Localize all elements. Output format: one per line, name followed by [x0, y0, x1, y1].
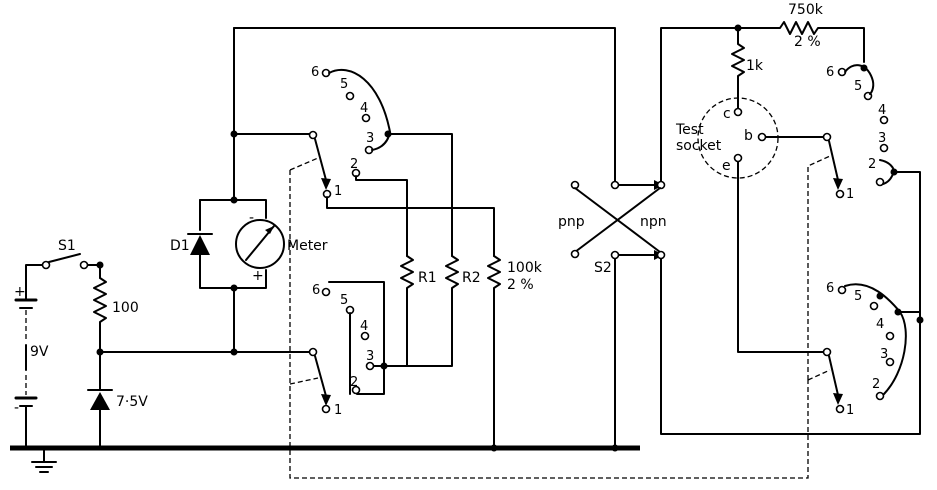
upper-pos-2: 2	[350, 157, 358, 172]
socket-title-2: socket	[676, 138, 722, 154]
socket-b-label: b	[744, 128, 753, 144]
meter-minus-label: -	[249, 210, 254, 226]
s2-npn-label: npn	[640, 214, 667, 230]
lr-pos-1: 1	[846, 403, 854, 418]
resistor-100-label: 100	[112, 300, 139, 316]
socket-e-label: e	[722, 158, 731, 174]
r1k-label: 1k	[746, 58, 764, 74]
battery-minus-label: -	[14, 400, 19, 416]
s2-label: S2	[594, 260, 612, 276]
resistor-750k: 750k 2 %	[734, 2, 865, 63]
switch-s1: S1	[41, 238, 104, 279]
resistor-r1: R1	[400, 255, 437, 367]
upper-pos-5: 5	[340, 77, 348, 92]
ground-rail	[10, 445, 640, 473]
zener-label: 7·5V	[116, 394, 148, 410]
s2-pnp-label: pnp	[558, 214, 585, 230]
switch-gang-linkage	[289, 155, 831, 479]
upper-pos-6: 6	[311, 65, 319, 80]
test-socket: c b e Test socket	[675, 97, 827, 353]
socket-c-label: c	[723, 106, 731, 122]
resistor-100k: 100k 2 %	[487, 255, 543, 452]
lower-pos-2: 2	[350, 375, 358, 390]
upper-pos-3: 3	[366, 131, 374, 146]
zener-diode: 7·5V	[87, 348, 148, 449]
lr-pos-6: 6	[826, 281, 834, 296]
resistor-r2: R2	[371, 255, 481, 367]
switch-s2: pnp npn S2	[558, 180, 667, 452]
battery-label: 9V	[30, 344, 49, 360]
lower-right-rotary-switch: 1 2 3 4 5 6	[822, 281, 921, 418]
lr-pos-4: 4	[876, 317, 884, 332]
r1-label: R1	[418, 270, 437, 286]
r100k-label: 100k	[507, 260, 543, 276]
lr-pos-2: 2	[872, 377, 880, 392]
lower-pos-6: 6	[312, 283, 320, 298]
lower-pos-3: 3	[366, 349, 374, 364]
lower-rotary-switch: 1 2 3 4 5 6	[308, 281, 388, 418]
lr-pos-5: 5	[854, 289, 862, 304]
meter-section: D1 - + Meter	[170, 27, 328, 353]
meter-plus-label: +	[252, 268, 264, 284]
socket-title-1: Test	[675, 122, 704, 138]
ur-pos-4: 4	[878, 103, 886, 118]
meter-label: Meter	[287, 238, 328, 254]
battery-plus-label: +	[14, 284, 26, 300]
lower-pos-4: 4	[360, 319, 368, 334]
lower-pos-5: 5	[340, 293, 348, 308]
ur-pos-1: 1	[846, 187, 854, 202]
s1-label: S1	[58, 238, 76, 254]
ur-pos-6: 6	[826, 65, 834, 80]
resistor-1k: 1k	[731, 27, 764, 109]
lower-pos-1: 1	[334, 403, 342, 418]
upper-pos-1: 1	[334, 184, 342, 199]
upper-right-rotary-switch: 1 2 3 4 5 6	[822, 64, 924, 324]
ur-pos-3: 3	[878, 131, 886, 146]
battery: + - 9V	[14, 264, 49, 449]
r100k-tolerance: 2 %	[507, 277, 534, 293]
r750k-label: 750k	[788, 2, 824, 18]
lr-pos-3: 3	[880, 347, 888, 362]
resistor-100: 100	[93, 277, 139, 353]
r750k-tolerance: 2 %	[794, 34, 821, 50]
d1-label: D1	[170, 238, 190, 254]
upper-rotary-switch: 1 2 3 4 5 6	[308, 65, 495, 257]
ur-pos-2: 2	[868, 157, 876, 172]
upper-pos-4: 4	[360, 101, 368, 116]
ur-pos-5: 5	[854, 79, 862, 94]
r2-label: R2	[462, 270, 481, 286]
